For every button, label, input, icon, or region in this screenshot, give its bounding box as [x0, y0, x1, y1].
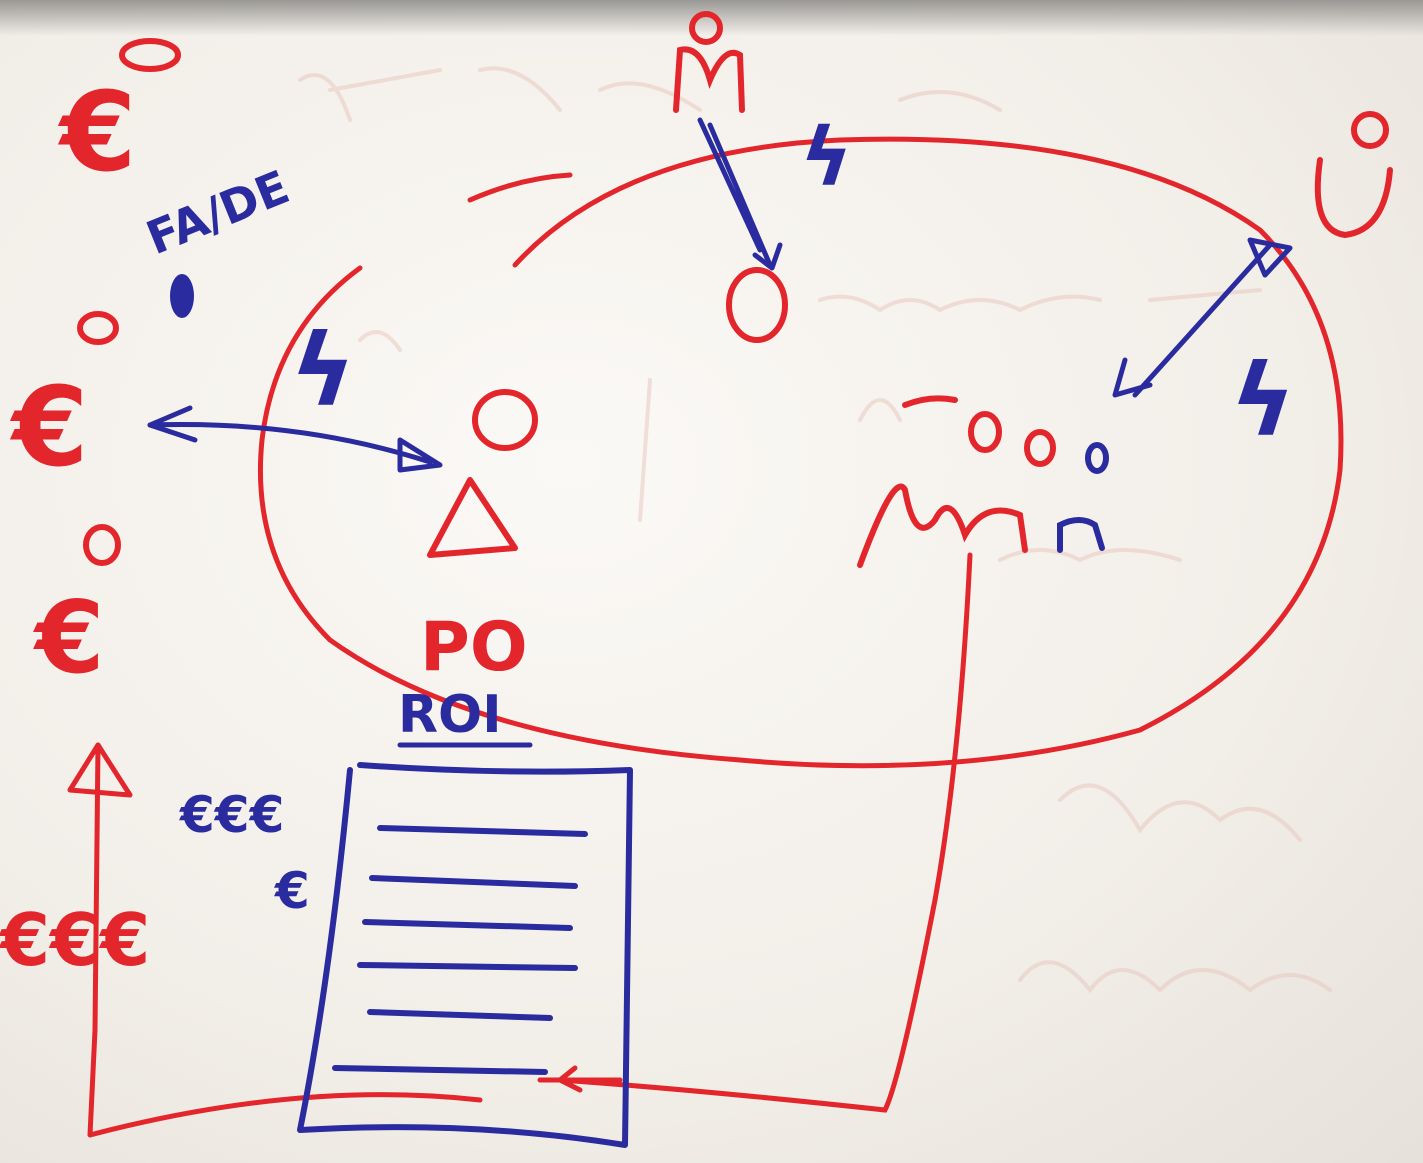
po-label: PO [420, 608, 528, 687]
ghost-writing [298, 66, 1332, 994]
euros-red-label: €€€ [0, 898, 150, 982]
product-backlog-icon [297, 762, 633, 1148]
meeting-oval-icon [726, 267, 788, 343]
lightning-icon-left: ϟ [290, 312, 356, 429]
bottom-loop-line [87, 742, 483, 1138]
up-arrow-icon [67, 742, 133, 798]
lightning-icon-right: ϟ [1230, 342, 1296, 459]
team-boundary-ellipse [257, 136, 1344, 769]
euros-blue-label: €€€ [179, 786, 284, 844]
blue-arrows [147, 117, 1293, 473]
bullet-dot-icon [170, 274, 194, 318]
euro-small-label: € [274, 862, 310, 920]
fa-de-label: FA/DE [139, 160, 297, 266]
team-icon [857, 395, 1056, 568]
euro-symbol-low: € [33, 579, 105, 696]
person-right-icon [1314, 111, 1393, 239]
roi-label: ROI [398, 685, 502, 745]
euro-symbol-mid: € [9, 363, 89, 491]
euro-symbol-top: € [57, 68, 137, 196]
person-top-icon [673, 11, 745, 113]
stakeholder-icons [77, 38, 181, 566]
product-owner-icon [427, 389, 538, 558]
lightning-icon-top: ϟ [800, 111, 853, 204]
team-member-icon [1057, 442, 1109, 553]
